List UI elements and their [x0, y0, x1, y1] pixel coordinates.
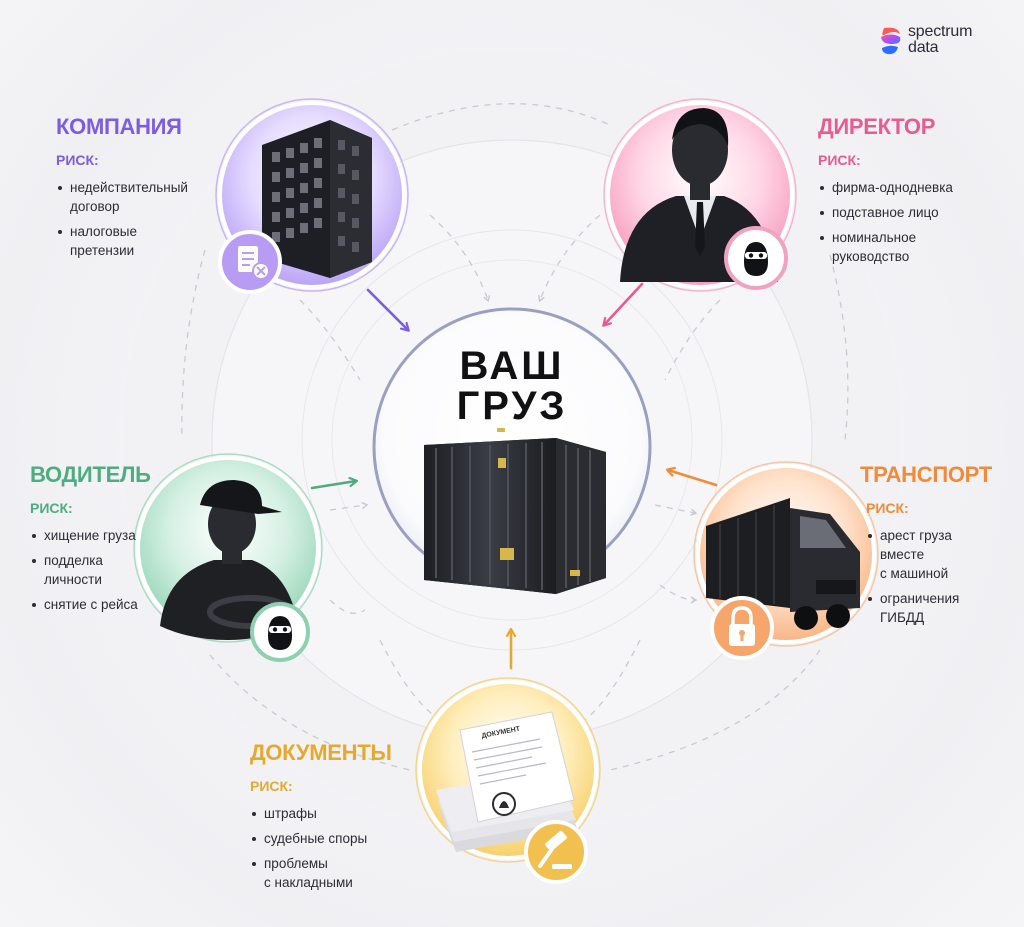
driver-silhouette-icon [160, 480, 298, 640]
list-item: судебные споры [250, 829, 420, 848]
brand-logo: spectrum data [878, 22, 998, 62]
center-title-line-2: ГРУЗ [456, 384, 568, 428]
transport-title: ТРАНСПОРТ [860, 462, 992, 487]
driver-block: ВОДИТЕЛЬ РИСК: хищение груза подделка ли… [30, 462, 190, 620]
brand-name: spectrum data [908, 24, 972, 56]
list-item: проблемы с накладными [250, 854, 420, 892]
company-risk-label: РИСК: [56, 152, 99, 168]
spectrum-logo-icon [881, 27, 901, 55]
documents-risk-label: РИСК: [250, 778, 293, 794]
list-item: ограничения ГИБДД [866, 589, 1010, 627]
director-risk-list: фирма-однодневка подставное лицо номинал… [818, 178, 1008, 266]
driver-risk-list: хищение груза подделка личности снятие с… [30, 526, 190, 614]
transport-arrow [668, 470, 718, 487]
masked-person-icon [250, 602, 310, 662]
shipping-container-icon [424, 428, 606, 594]
list-item: налоговые претензии [56, 222, 226, 260]
company-circle [215, 98, 409, 294]
brand-line-1: spectrum [908, 23, 973, 40]
driver-circle [133, 453, 323, 662]
document-stack-icon: ДОКУМЕНТ [436, 711, 578, 852]
center-circle [372, 307, 652, 594]
list-item: подделка личности [30, 551, 190, 589]
list-item: снятие с рейса [30, 595, 190, 614]
company-risk-list: недействительный договор налоговые прете… [56, 178, 226, 260]
driver-title: ВОДИТЕЛЬ [30, 462, 151, 487]
document-cancel-icon [218, 230, 282, 294]
list-item: штрафы [250, 804, 420, 823]
list-item: фирма-однодневка [818, 178, 1008, 197]
brand-line-2: data [908, 39, 939, 56]
company-title: КОМПАНИЯ [56, 114, 182, 139]
masked-person-icon [724, 226, 788, 290]
list-item: подставное лицо [818, 203, 1008, 222]
director-circle [603, 98, 797, 292]
documents-risk-list: штрафы судебные споры проблемы с накладн… [250, 804, 420, 892]
director-arrow [604, 282, 644, 325]
documents-block: ДОКУМЕНТЫ РИСК: штрафы судебные споры пр… [250, 740, 420, 898]
list-item: недействительный договор [56, 178, 226, 216]
transport-block: ТРАНСПОРТ РИСК: арест груза вместе с маш… [860, 462, 1010, 633]
director-risk-label: РИСК: [818, 152, 861, 168]
center-title: ВАШ ГРУЗ [412, 346, 612, 426]
transport-circle [693, 461, 879, 660]
documents-title: ДОКУМЕНТЫ [250, 740, 392, 765]
padlock-icon [710, 596, 774, 660]
driver-risk-label: РИСК: [30, 500, 73, 516]
company-arrow [366, 288, 408, 330]
list-item: хищение груза [30, 526, 190, 545]
center-title-line-1: ВАШ [459, 344, 565, 388]
transport-risk-list: арест груза вместе с машиной ограничения… [860, 526, 1010, 627]
gavel-icon [524, 820, 588, 884]
truck-icon [706, 498, 860, 630]
office-building-icon [262, 120, 372, 278]
dashed-connectors [181, 103, 849, 771]
list-item: арест груза вместе с машиной [866, 526, 1010, 583]
transport-risk-label: РИСК: [866, 500, 909, 516]
list-item: номинальное руководство [818, 228, 1008, 266]
risk-arrows [310, 282, 718, 670]
company-block: КОМПАНИЯ РИСК: недействительный договор … [56, 114, 226, 266]
director-block: ДИРЕКТОР РИСК: фирма-однодневка подставн… [818, 114, 1008, 272]
documents-circle: ДОКУМЕНТ [415, 677, 601, 884]
driver-arrow [310, 481, 356, 490]
director-title: ДИРЕКТОР [818, 114, 936, 139]
